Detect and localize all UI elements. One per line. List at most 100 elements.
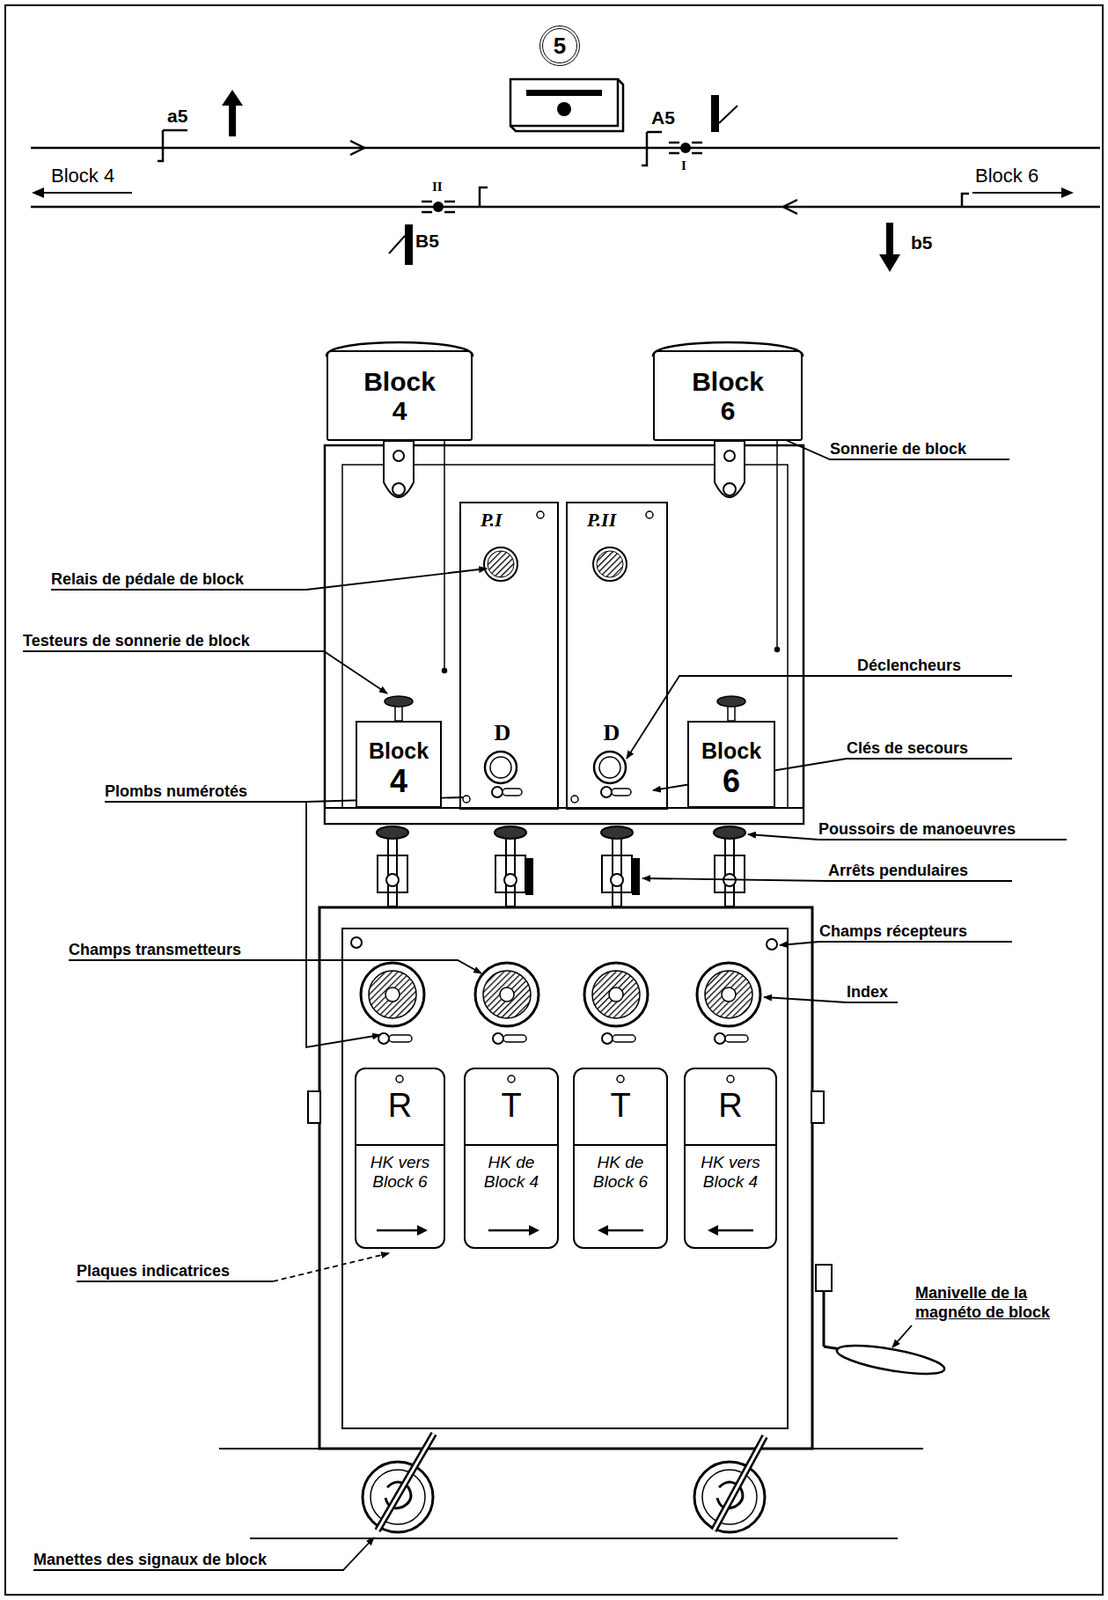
signal-symbol [691,141,703,145]
push-button [725,837,734,907]
pendulum-stop [525,858,640,896]
leader-line [892,1325,912,1348]
bell-bracket [383,440,414,498]
panel-text: P.II [587,508,617,532]
signal-lever [713,1436,765,1531]
plate-arrowhead [707,1225,719,1236]
floor-line [249,1537,898,1540]
bell-bracket [714,440,745,498]
leader-line [22,651,388,694]
magneto-crank [815,1264,832,1292]
callout-label: Relais de pédale de block [51,570,244,588]
bell-bracket [383,440,745,498]
leader-line [626,675,1013,759]
plate-mark [606,1229,644,1233]
bell-wire [775,647,780,653]
block-field [475,962,539,1027]
signal-symbol [719,105,738,124]
cabinet-frame [811,1091,824,1123]
plate-mark [488,1229,531,1233]
push-button [377,855,408,893]
cabinet-frame [319,907,813,1449]
signal-mast [879,254,901,272]
signal-mast [886,222,894,257]
release-button [502,788,522,796]
plate-text: R [356,1069,444,1146]
block-field [725,1034,749,1042]
block-field [697,962,761,1027]
cabinet-frame [308,1091,321,1123]
magneto-crank [822,1291,826,1347]
block-field [592,970,640,1019]
push-button [494,826,527,839]
pedal-relay [593,547,627,581]
callout-label: Clés de secours [846,739,969,757]
circ-text: 5 [553,32,566,60]
signal-symbol [157,130,188,162]
signal-mast [228,103,236,137]
callout-label: Sonnerie de block [829,440,967,458]
leader-line [779,941,1013,946]
push-button [612,837,622,907]
block-post-symbol [526,89,602,96]
callout-label: Champs transmetteurs [68,940,242,959]
plate-text: HK vers Block 4 [685,1145,776,1192]
pedal-relay [596,550,624,578]
signal-mast [680,142,691,154]
plate-mark [726,1075,734,1083]
floor-line [219,1448,924,1539]
direction-label: Block 4 [51,165,115,187]
push-button [601,855,632,893]
pedal-relay [645,511,654,519]
bell-text: Block 6 [683,366,772,426]
cabinet-frame [342,464,788,808]
release-button [490,756,512,778]
signal-symbol [641,132,662,166]
tester-knob [384,696,746,721]
signal-symbol [668,152,680,155]
plate-arrowhead [417,1225,428,1236]
track [30,140,1101,214]
callout-label: Manivelle de la magnéto de block [915,1283,1072,1322]
bell-bracket [392,483,405,496]
direction-arrowhead [31,187,1074,199]
block-field [714,1033,726,1044]
block-field [584,962,648,1027]
bell-wire [443,440,446,669]
cabinet-frame [308,445,824,1449]
direction-label: Block 6 [975,165,1039,187]
signal-symbol [421,200,433,204]
push-button [376,826,409,839]
release-button [599,756,621,778]
pedal-relay [487,550,514,578]
block-bell: Block 4 [326,350,473,441]
indicator-plate: THK de Block 6 [572,1067,668,1249]
block-field [721,987,736,1002]
signal-symbol [388,235,405,254]
plate-arrowhead [417,1225,719,1236]
push-button [376,826,746,907]
callout-label: Manettes des signaux de block [33,1550,267,1569]
signal-symbol [444,211,455,214]
push-button [601,826,633,839]
plate-text: T [465,1069,558,1146]
signal-name: a5 [167,105,188,127]
magneto-crank [815,1264,947,1380]
bell-tester: Block 6 [687,720,776,808]
plate-arrowhead [597,1225,609,1236]
tester-text: Block 4 [363,731,434,799]
callout-label: Testeurs de sonnerie de block [22,631,250,650]
pedal-number: II [432,179,443,194]
signal-lever [713,1436,765,1531]
block-field [492,1033,504,1044]
bell-text: Block 4 [355,366,444,426]
block-field [388,1034,412,1042]
plate-text: R [685,1069,776,1146]
panel-text: P.I [480,508,503,532]
leader-line [68,960,482,974]
release-button [611,788,632,796]
leader-line [22,431,1067,1571]
signal-mast [221,89,243,106]
tester-text: Block 6 [696,731,767,799]
block-field [385,987,400,1002]
